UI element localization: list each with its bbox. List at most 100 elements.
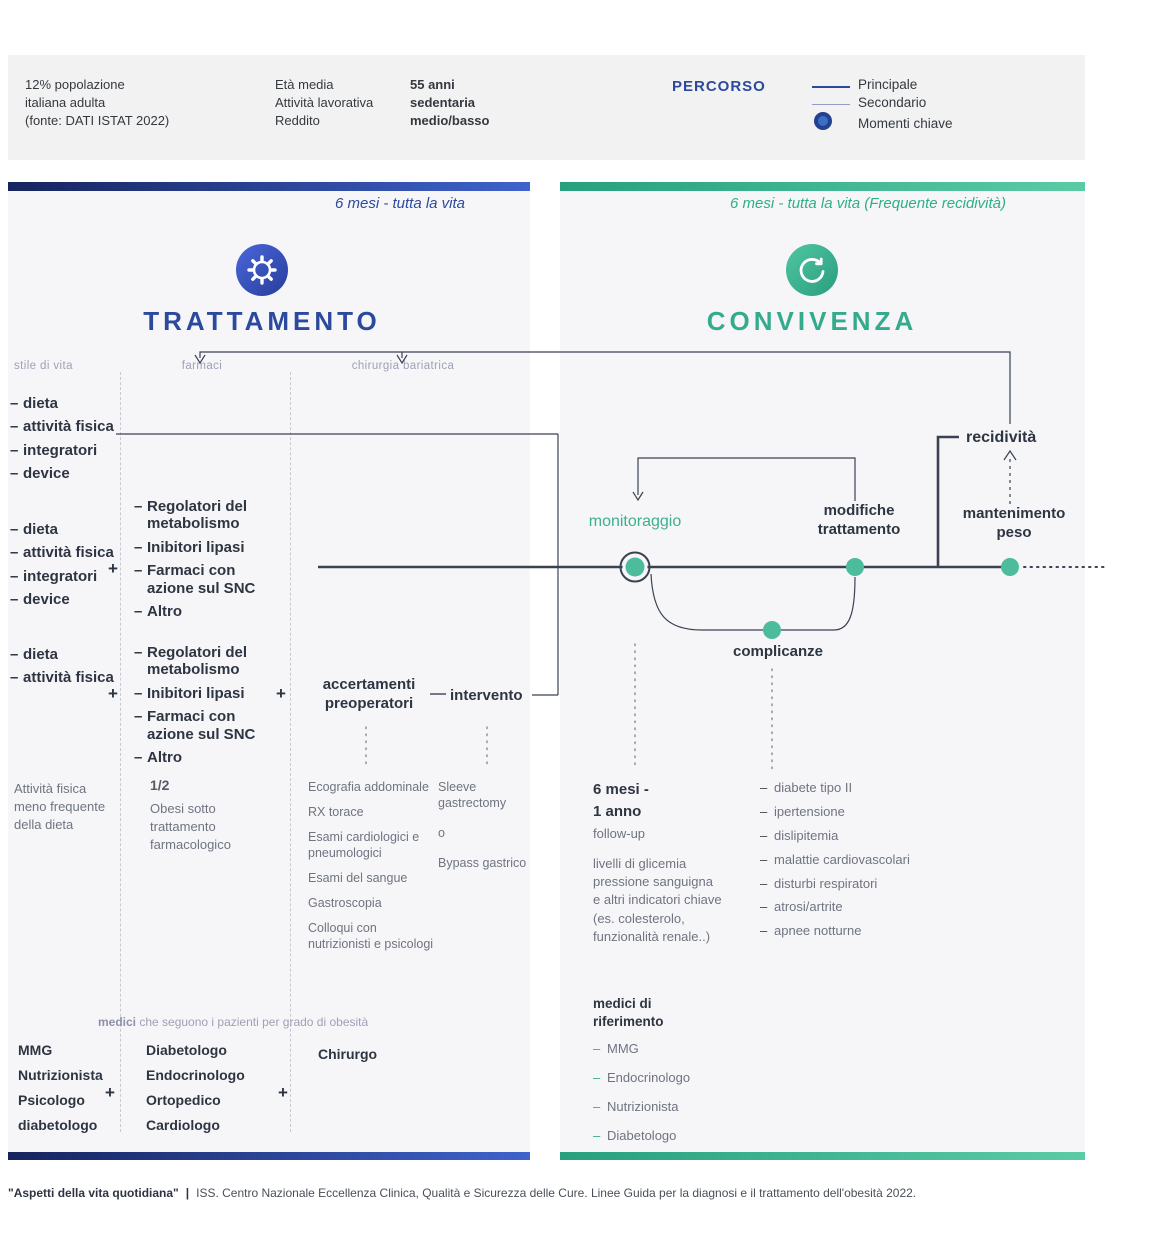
convivenza-panel: 6 mesi - tutta la vita (Frequente recidi… bbox=[560, 182, 1085, 1160]
trattamento-title: TRATTAMENTO bbox=[143, 306, 381, 336]
secondario-line-sample bbox=[812, 104, 850, 105]
source-footnote: "Aspetti della vita quotidiana"|ISS. Cen… bbox=[8, 1186, 1148, 1200]
trattamento-duration: 6 mesi - tutta la vita bbox=[334, 195, 466, 212]
list-item: Ecografia addominale bbox=[308, 780, 429, 794]
followup-label: follow-up bbox=[593, 826, 646, 841]
list-item: Ortopedico bbox=[146, 1092, 221, 1108]
convivenza-title: CONVIVENZA bbox=[706, 306, 918, 336]
header-bar: 12% popolazione italiana adulta (fonte: … bbox=[8, 55, 1085, 160]
list-item: Chirurgo bbox=[318, 1046, 378, 1062]
list-item: diabetologo bbox=[18, 1117, 98, 1133]
doctors-caption-rest: che seguono i pazienti per grado di obes… bbox=[136, 1015, 369, 1029]
convivenza-top-bar bbox=[560, 182, 1085, 191]
preop-exams-list: Ecografia addominale RX torace Esami car… bbox=[308, 779, 438, 961]
list-item: Psicologo bbox=[18, 1092, 85, 1108]
doctors-col1: MMG Nutrizionista Psicologo diabetologo bbox=[18, 1042, 128, 1142]
list-item: device bbox=[10, 591, 116, 609]
list-item: Inibitori lipasi bbox=[134, 539, 258, 557]
list-item: Nutrizionista bbox=[18, 1067, 103, 1083]
surgery-options-list: Sleeve gastrectomy o Bypass gastrico bbox=[438, 779, 538, 880]
monitoraggio-label: monitoraggio bbox=[588, 513, 682, 530]
drugs-note: Obesi sotto trattamento farmacologico bbox=[150, 801, 231, 853]
indicators-note: livelli di glicemia pressione sanguigna … bbox=[593, 856, 722, 944]
column-label-stile: stile di vita bbox=[14, 360, 73, 372]
plus-sign: + bbox=[278, 1083, 288, 1102]
followup-block: 6 mesi - 1 anno follow-up bbox=[593, 781, 713, 841]
list-item: o bbox=[438, 826, 445, 840]
list-item: attività fisica bbox=[10, 544, 116, 562]
lifestyle-list-grade1: dieta attività fisica integratori device bbox=[10, 395, 116, 489]
convivenza-duration: 6 mesi - tutta la vita (Frequente recidi… bbox=[730, 195, 1006, 212]
stat-values: 55 anni sedentaria medio/basso bbox=[410, 76, 489, 130]
footnote-quote: "Aspetti della vita quotidiana" bbox=[8, 1186, 179, 1200]
list-item: Regolatori del metabolismo bbox=[134, 644, 258, 679]
list-item: MMG bbox=[593, 1041, 733, 1058]
lifestyle-note: Attività fisica meno frequente della die… bbox=[14, 781, 106, 833]
stat-labels: Età media Attività lavorativa Reddito bbox=[275, 76, 373, 130]
momenti-chiave-icon bbox=[814, 112, 832, 130]
preoperative-label: accertamenti preoperatori bbox=[322, 676, 416, 712]
trattamento-panel: 6 mesi - tutta la vita TRATTAMENTO stile… bbox=[8, 182, 530, 1160]
list-item: disturbi respiratori bbox=[760, 876, 918, 893]
list-item: Nutrizionista bbox=[593, 1099, 733, 1116]
drugs-fraction: 1/2 bbox=[150, 777, 170, 793]
list-item: dislipitemia bbox=[760, 828, 918, 845]
plus-sign: + bbox=[108, 684, 118, 703]
stat-label: Attività lavorativa bbox=[275, 95, 374, 110]
list-item: Gastroscopia bbox=[308, 896, 382, 910]
legend-secondario-label: Secondario bbox=[858, 95, 927, 110]
list-item: diabete tipo II bbox=[760, 780, 918, 797]
list-item: Sleeve gastrectomy bbox=[438, 780, 507, 810]
list-item: Endocrinologo bbox=[593, 1070, 733, 1087]
list-item: Esami del sangue bbox=[308, 871, 408, 885]
list-item: Farmaci con azione sul SNC bbox=[134, 708, 258, 743]
comorbidities-list: diabete tipo II ipertensione dislipitemi… bbox=[760, 780, 918, 947]
mantenimento-peso-label: mantenimento peso bbox=[962, 505, 1066, 541]
lifestyle-list-grade3: dieta attività fisica bbox=[10, 646, 116, 693]
list-item: ipertensione bbox=[760, 804, 918, 821]
list-item: Regolatori del metabolismo bbox=[134, 498, 258, 533]
recidivita-label: recidività bbox=[966, 429, 1037, 446]
trattamento-bottom-bar bbox=[8, 1152, 530, 1160]
column-label-chirurgia: chirurgia bariatrica bbox=[351, 360, 455, 372]
drugs-list-grade3: Regolatori del metabolismo Inibitori lip… bbox=[134, 644, 258, 772]
stat-value: sedentaria bbox=[410, 95, 476, 110]
population-stat: 12% popolazione italiana adulta (fonte: … bbox=[25, 76, 169, 130]
plus-sign: + bbox=[108, 559, 118, 578]
population-line: 12% popolazione bbox=[25, 77, 125, 92]
convivenza-bottom-bar bbox=[560, 1152, 1085, 1160]
drugs-list-grade2: Regolatori del metabolismo Inibitori lip… bbox=[134, 498, 258, 626]
footnote-source: ISS. Centro Nazionale Eccellenza Clinica… bbox=[196, 1186, 917, 1200]
column-label-farmaci: farmaci bbox=[181, 360, 223, 372]
column-divider bbox=[290, 372, 291, 1132]
list-item: Bypass gastrico bbox=[438, 856, 527, 870]
trattamento-top-bar bbox=[8, 182, 530, 191]
doctors-col2: Diabetologo Endocrinologo Ortopedico Car… bbox=[146, 1042, 278, 1142]
followup-duration-line: 6 mesi - bbox=[593, 781, 649, 798]
list-item: integratori bbox=[10, 442, 116, 460]
complicanze-label: complicanze bbox=[732, 643, 824, 660]
legend-principale-label: Principale bbox=[858, 77, 918, 92]
list-item: dieta bbox=[10, 646, 116, 664]
population-line: italiana adulta bbox=[25, 95, 106, 110]
list-item: Colloqui con nutrizionisti e psicologi bbox=[308, 921, 434, 951]
list-item: atrosi/artrite bbox=[760, 899, 918, 916]
legend-momenti-label: Momenti chiave bbox=[858, 116, 953, 131]
followup-duration-line: 1 anno bbox=[593, 803, 642, 820]
cycle-icon bbox=[786, 244, 838, 296]
list-item: Endocrinologo bbox=[146, 1067, 245, 1083]
medici-riferimento-list: MMG Endocrinologo Nutrizionista Diabetol… bbox=[593, 1041, 733, 1152]
intervento-label: intervento bbox=[450, 687, 523, 704]
doctors-caption: medici che seguono i pazienti per grado … bbox=[98, 1015, 448, 1029]
plus-sign: + bbox=[105, 1083, 115, 1102]
medici-riferimento-title: medici di riferimento bbox=[593, 996, 664, 1029]
lifestyle-list-grade2: dieta attività fisica integratori device bbox=[10, 521, 116, 615]
list-item: Altro bbox=[134, 603, 258, 621]
list-item: Altro bbox=[134, 749, 258, 767]
list-item: Farmaci con azione sul SNC bbox=[134, 562, 258, 597]
doctors-caption-bold: medici bbox=[98, 1015, 137, 1029]
list-item: Cardiologo bbox=[146, 1117, 220, 1133]
population-line: (fonte: DATI ISTAT 2022) bbox=[25, 113, 170, 128]
list-item: apnee notturne bbox=[760, 923, 918, 940]
list-item: dieta bbox=[10, 521, 116, 539]
